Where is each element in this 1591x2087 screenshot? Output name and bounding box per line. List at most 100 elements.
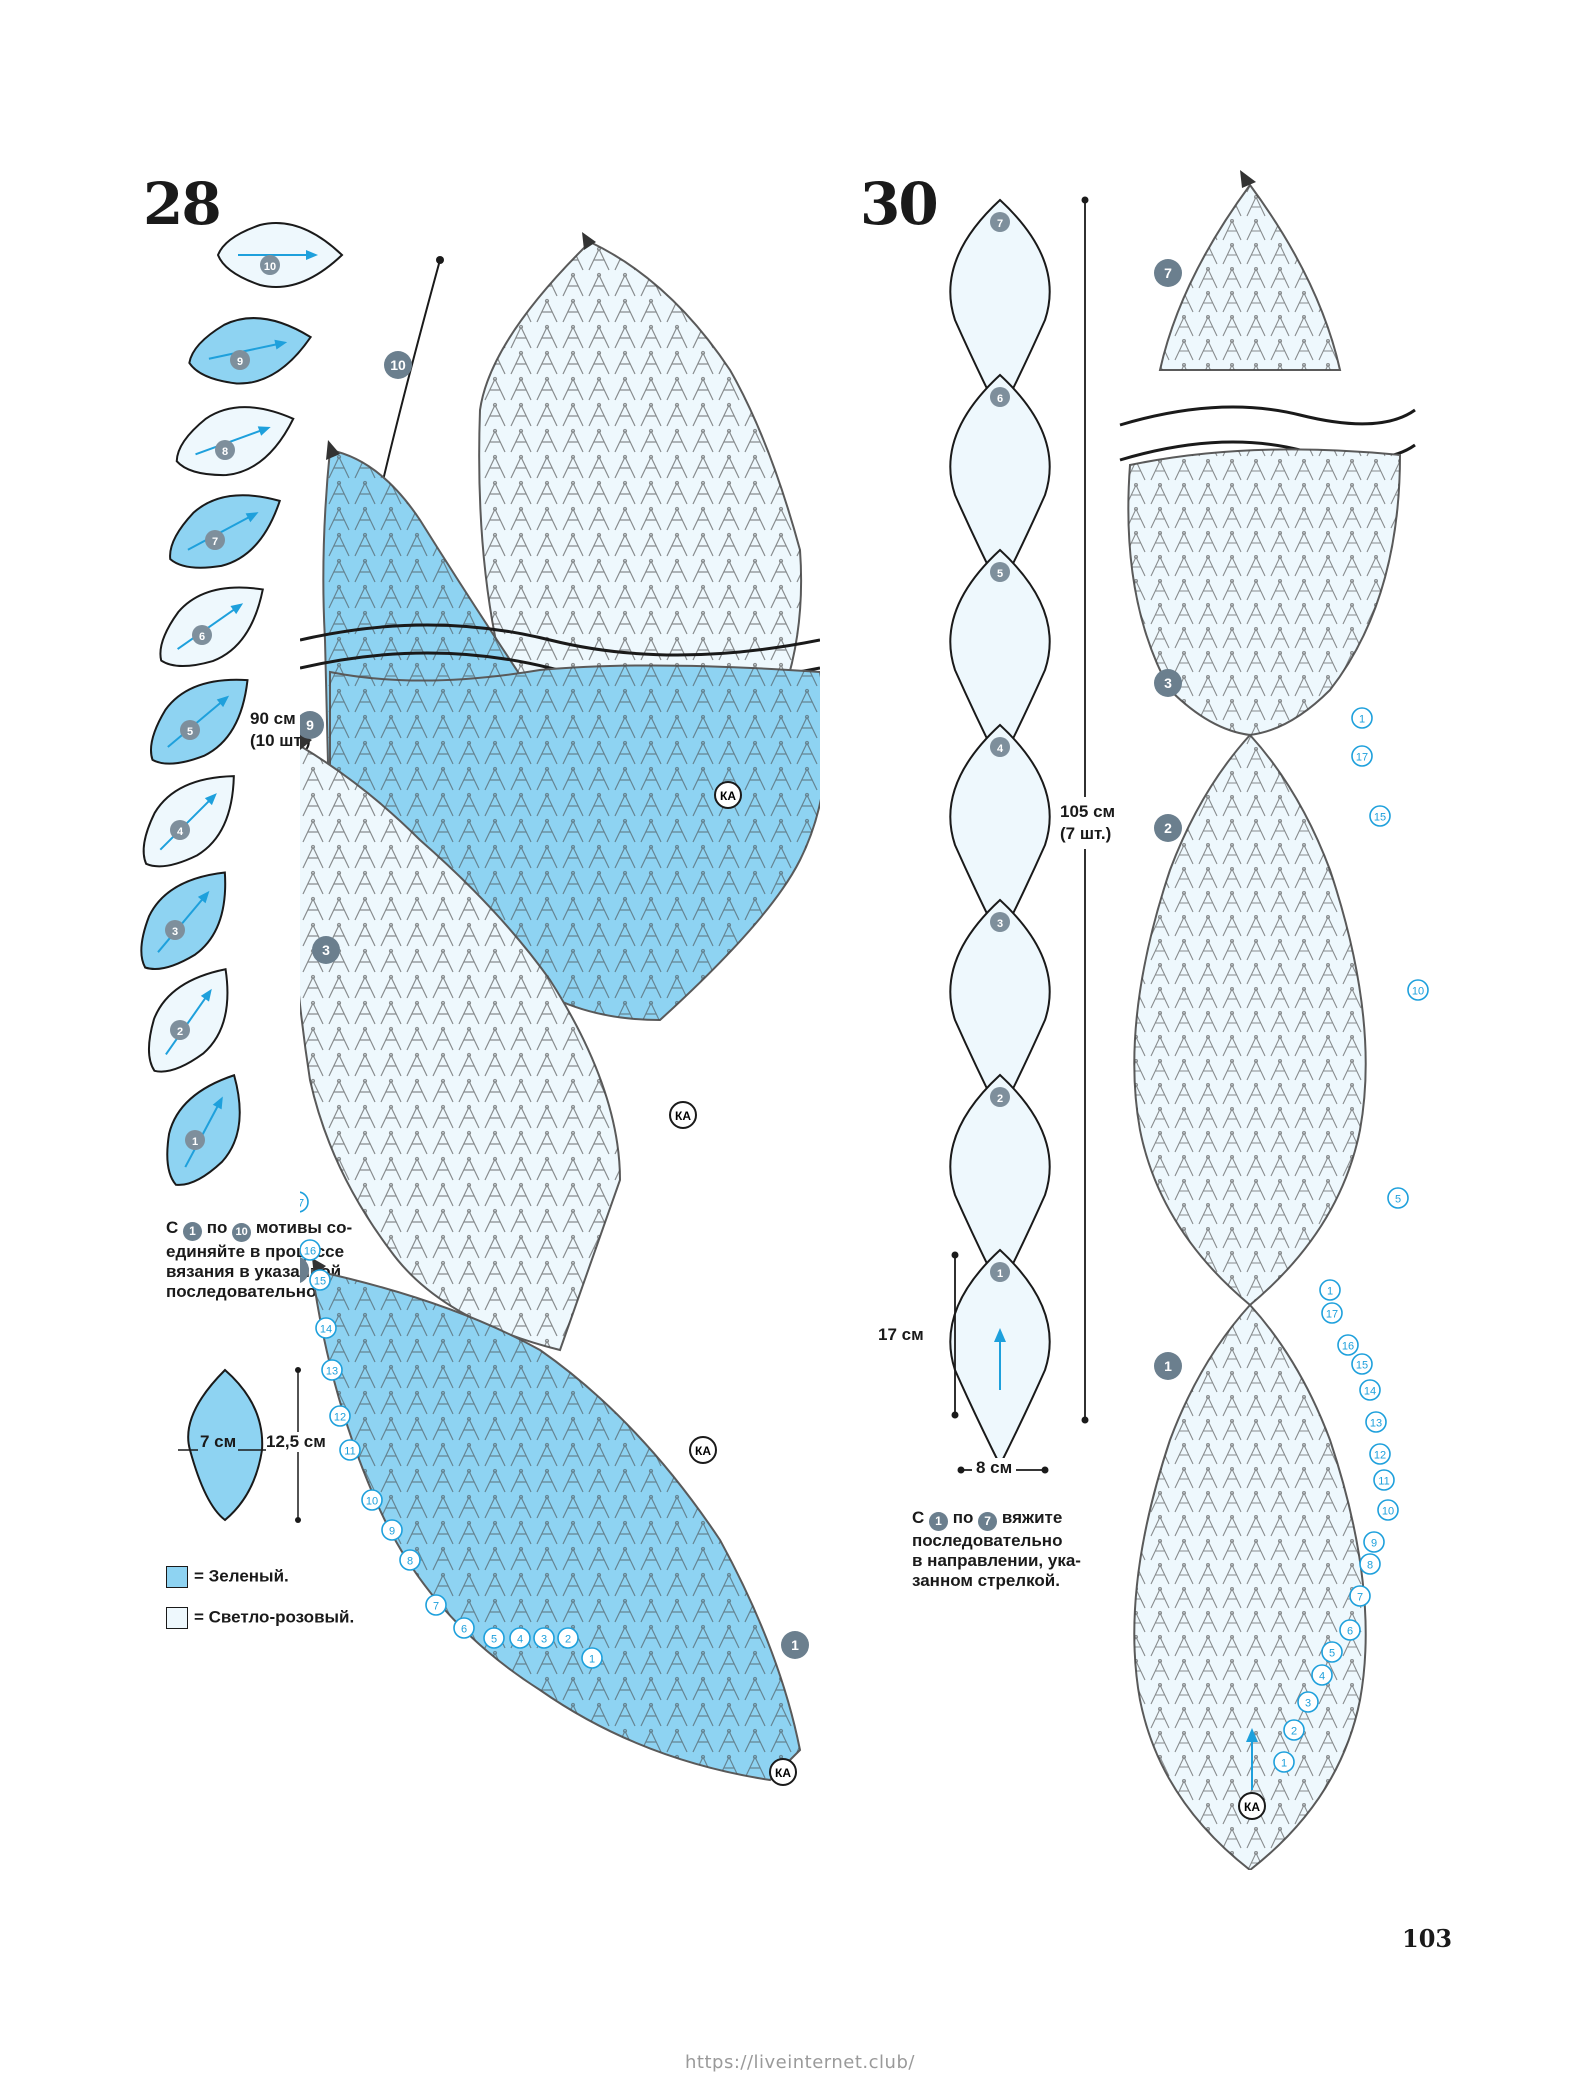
leaf-motif bbox=[149, 678, 249, 765]
chart28-break-wave bbox=[300, 623, 820, 657]
svg-text:17: 17 bbox=[1326, 1309, 1338, 1321]
svg-text:5: 5 bbox=[187, 726, 193, 738]
row-number: 12 bbox=[1369, 1443, 1391, 1465]
svg-text:13: 13 bbox=[326, 1366, 338, 1378]
leaf-number: 1 bbox=[990, 1262, 1010, 1282]
row-number: 14 bbox=[315, 1317, 337, 1339]
motif-number-badge: 3 bbox=[312, 936, 340, 964]
svg-text:КА: КА bbox=[1244, 1800, 1260, 1814]
svg-text:14: 14 bbox=[320, 1324, 332, 1336]
svg-text:КА: КА bbox=[720, 789, 736, 803]
leaf-number: 2 bbox=[990, 1087, 1010, 1107]
row-number: 10 bbox=[1407, 979, 1429, 1001]
motif-number-badge: 1 bbox=[1154, 1352, 1182, 1380]
badge-from: 1 bbox=[183, 1222, 203, 1241]
ka-marker: КА bbox=[1238, 1792, 1266, 1820]
start-arrow-9 bbox=[326, 440, 340, 460]
pattern-30-number: 30 bbox=[860, 170, 939, 238]
leaf-number: 4 bbox=[990, 737, 1010, 757]
svg-text:16: 16 bbox=[1342, 1341, 1354, 1353]
svg-text:5: 5 bbox=[491, 1634, 497, 1646]
motif-number-badge: 7 bbox=[1154, 259, 1182, 287]
row-number: 17 bbox=[300, 1191, 309, 1213]
svg-text:2: 2 bbox=[1164, 820, 1172, 836]
row-number: 13 bbox=[1365, 1411, 1387, 1433]
svg-text:1: 1 bbox=[1164, 1358, 1172, 1374]
row-number: 11 bbox=[1373, 1469, 1395, 1491]
chart30-break-wave bbox=[1119, 405, 1416, 427]
svg-text:17: 17 bbox=[300, 1198, 304, 1210]
svg-text:7: 7 bbox=[433, 1601, 439, 1613]
svg-text:4: 4 bbox=[177, 826, 184, 838]
badge-to: 10 bbox=[232, 1223, 252, 1242]
chart30-motif-labels: 7 3 2 1 bbox=[1154, 259, 1182, 1380]
row-number: 6 bbox=[1339, 1619, 1361, 1641]
svg-text:6: 6 bbox=[997, 393, 1003, 405]
motif-number-badge: 9 bbox=[300, 711, 324, 739]
pattern-28-motif-height: 12,5 см bbox=[266, 1432, 326, 1452]
row-number: 16 bbox=[1337, 1334, 1359, 1356]
leaf-motif bbox=[147, 968, 229, 1073]
svg-text:11: 11 bbox=[344, 1446, 355, 1458]
svg-text:10: 10 bbox=[1412, 986, 1424, 998]
svg-text:10: 10 bbox=[366, 1496, 378, 1508]
svg-text:17: 17 bbox=[1356, 752, 1368, 764]
svg-text:КА: КА bbox=[775, 1766, 791, 1780]
svg-text:8: 8 bbox=[222, 446, 228, 458]
pattern-28-number: 28 bbox=[143, 170, 222, 238]
pattern-28-count: (10 шт.) bbox=[250, 731, 311, 750]
svg-text:3: 3 bbox=[1305, 1698, 1311, 1710]
row-number: 6 bbox=[453, 1617, 475, 1639]
pattern-28-length-value: 90 см bbox=[250, 709, 296, 728]
svg-text:6: 6 bbox=[1347, 1626, 1353, 1638]
svg-text:15: 15 bbox=[1374, 812, 1386, 824]
row-number: 17 bbox=[1321, 1302, 1343, 1324]
svg-text:1: 1 bbox=[997, 1268, 1003, 1280]
svg-text:13: 13 bbox=[1370, 1418, 1382, 1430]
svg-text:1: 1 bbox=[589, 1654, 595, 1666]
motif-number-badge: 3 bbox=[1154, 669, 1182, 697]
svg-text:5: 5 bbox=[1329, 1648, 1335, 1660]
svg-text:7: 7 bbox=[1164, 265, 1172, 281]
leaf-motif bbox=[188, 317, 313, 385]
leaf-number: 1 bbox=[185, 1130, 205, 1150]
svg-text:10: 10 bbox=[390, 357, 406, 373]
row-number: 17 bbox=[1351, 745, 1373, 767]
row-number: 7 bbox=[1349, 1585, 1371, 1607]
svg-text:2: 2 bbox=[565, 1634, 571, 1646]
row-number: 3 bbox=[533, 1627, 555, 1649]
svg-text:КА: КА bbox=[675, 1109, 691, 1123]
svg-text:1: 1 bbox=[1359, 714, 1365, 726]
row-number: 1 bbox=[1273, 1751, 1295, 1773]
leaf-number: 6 bbox=[192, 625, 212, 645]
leaf-number: 2 bbox=[170, 1020, 190, 1040]
ka-marker: КА bbox=[769, 1758, 797, 1786]
svg-text:1: 1 bbox=[1327, 1286, 1333, 1298]
svg-text:7: 7 bbox=[212, 536, 218, 548]
pattern-28-instruction: С 1 по 10 мотивы со- единяйте в процессе… bbox=[166, 1218, 353, 1301]
svg-text:9: 9 bbox=[237, 356, 243, 368]
row-number: 5 bbox=[1321, 1641, 1343, 1663]
svg-text:7: 7 bbox=[1357, 1592, 1363, 1604]
row-number: 2 bbox=[557, 1627, 579, 1649]
legend-pink: = Светло-розовый. bbox=[166, 1607, 354, 1629]
svg-text:1: 1 bbox=[1281, 1758, 1287, 1770]
svg-text:3: 3 bbox=[1164, 675, 1172, 691]
leaf-number: 6 bbox=[990, 387, 1010, 407]
row-number: 10 bbox=[361, 1489, 383, 1511]
svg-text:9: 9 bbox=[1371, 1538, 1377, 1550]
leaf-motif bbox=[175, 406, 295, 477]
source-url: https://liveinternet.club/ bbox=[685, 2052, 915, 2073]
badge-from: 1 bbox=[929, 1512, 949, 1531]
ka-marker: КА bbox=[669, 1101, 697, 1129]
leaf-motif bbox=[216, 222, 344, 288]
svg-text:12: 12 bbox=[1374, 1450, 1386, 1462]
pattern-30-instruction: С 1 по 7 вяжите последовательно в направ… bbox=[912, 1508, 1081, 1590]
row-number: 14 bbox=[1359, 1379, 1381, 1401]
row-number: 10 bbox=[1377, 1499, 1399, 1521]
svg-text:2: 2 bbox=[177, 1026, 183, 1038]
